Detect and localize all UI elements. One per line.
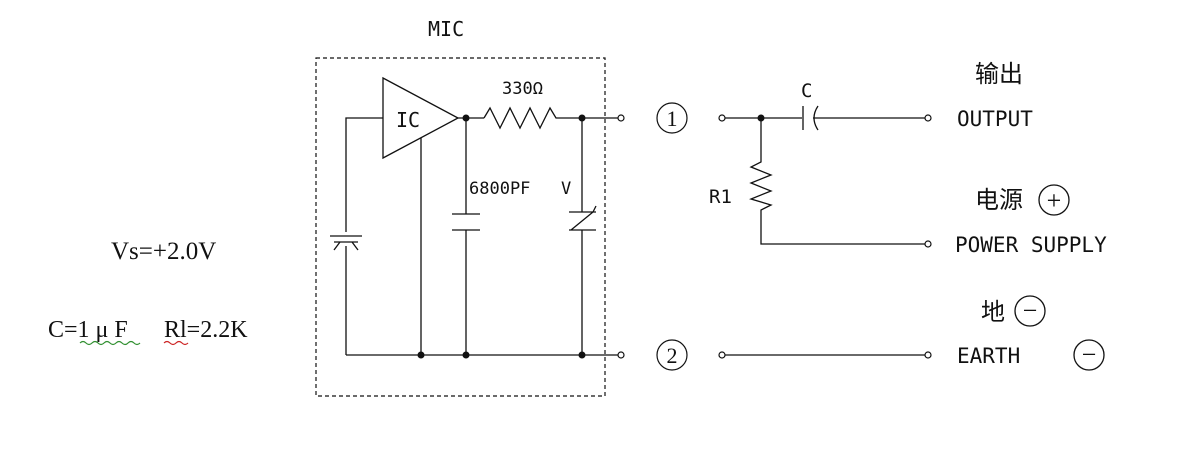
output-label-en: OUTPUT (957, 107, 1033, 131)
terminal-circle (924, 351, 932, 359)
plus-symbol-sign: + (1047, 186, 1062, 215)
resistor-330-label: 330Ω (502, 79, 543, 99)
terminal-circle (924, 240, 932, 248)
pin-2-marker (656, 339, 688, 371)
earth-label-en: EARTH (957, 344, 1020, 368)
vs-spec-text: Vs=+2.0V (111, 238, 216, 265)
capacitor-spec-text: C=1 μ F (48, 317, 128, 343)
earth-minus-circle (1073, 339, 1105, 371)
plus-symbol-circle (1038, 184, 1070, 216)
pin-1-label: 1 (667, 106, 678, 131)
load-resistor-spec-text: Rl=2.2K (164, 317, 248, 343)
junction-dot (462, 114, 470, 122)
terminal-circle (924, 114, 932, 122)
terminal-circle (718, 351, 726, 359)
terminal-circle (617, 351, 625, 359)
output-label-cn: 输出 (975, 61, 1023, 88)
power-label-en: POWER SUPPLY (955, 233, 1107, 257)
mic-enclosure (315, 57, 606, 397)
electret-element-symbol (330, 235, 362, 251)
mic-title: MIC (428, 17, 464, 41)
earth-label-cn: 地 (981, 299, 1005, 326)
minus-symbol-sign: − (1023, 296, 1038, 325)
pin-2-label: 2 (667, 343, 678, 368)
v-element-label: V (561, 179, 571, 199)
v-element-symbol (569, 118, 597, 355)
junction-dot (578, 351, 586, 359)
terminal-circle (718, 114, 726, 122)
junction-dot (462, 351, 470, 359)
ic-label: IC (396, 108, 420, 132)
junction-dot (417, 351, 425, 359)
junction-dot (578, 114, 586, 122)
capacitor-6800-symbol (452, 118, 480, 355)
coupling-capacitor-symbol (802, 105, 925, 131)
earth-minus-sign: − (1082, 340, 1097, 369)
capacitor-6800-label: 6800PF (469, 179, 530, 199)
spellcheck-squiggle-red (163, 340, 189, 346)
spellcheck-squiggle-green (79, 340, 141, 346)
resistor-330-symbol (483, 106, 620, 130)
input-wire (345, 117, 383, 232)
load-resistor-symbol (749, 118, 925, 245)
pin-1-marker (656, 102, 688, 134)
load-resistor-label: R1 (709, 186, 732, 208)
terminal-circle (617, 114, 625, 122)
coupling-capacitor-label: C (801, 80, 812, 102)
power-label-cn: 电源 (975, 187, 1023, 214)
minus-symbol-circle (1014, 295, 1046, 327)
